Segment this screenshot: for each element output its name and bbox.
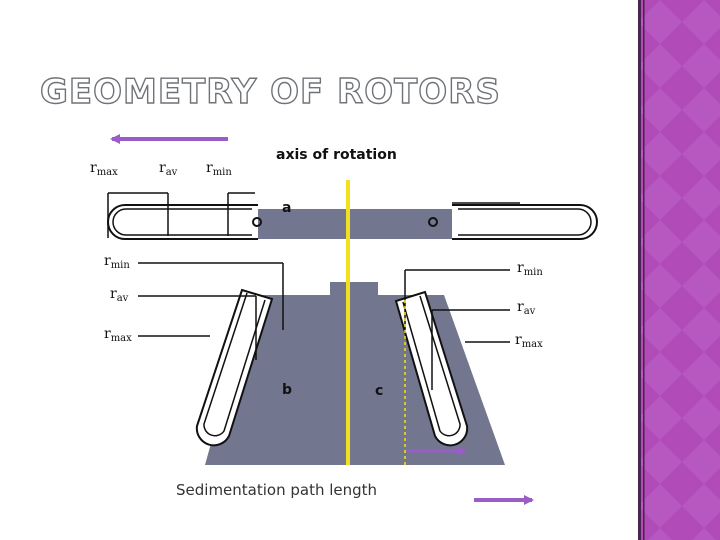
- rotor-label-a: a: [282, 200, 292, 216]
- caption-sedimentation: Sedimentation path length: [176, 481, 378, 499]
- rotor-a-right-tube: [452, 204, 598, 240]
- label-right-rmax: rmax: [515, 332, 543, 350]
- label-left-rav: rav: [110, 286, 129, 304]
- label-right-rmin: rmin: [517, 260, 543, 278]
- slide-title: GEOMETRY OF ROTORS: [39, 71, 501, 112]
- label-top-rmax: rmax: [90, 160, 118, 178]
- label-left-rmin: rmin: [104, 253, 130, 271]
- rotor-a-arm: [256, 209, 456, 239]
- label-left-rmax: rmax: [104, 326, 132, 344]
- rotor-label-c: c: [375, 383, 384, 399]
- rotor-a-left-tube: [107, 204, 258, 240]
- decorative-sidebar: [638, 0, 720, 540]
- rotor-label-b: b: [282, 382, 293, 398]
- label-top-rmin: rmin: [206, 160, 232, 178]
- label-right-rav: rav: [517, 299, 536, 317]
- axis-of-rotation-label: axis of rotation: [276, 147, 397, 163]
- rotor-b-tube: [195, 288, 274, 447]
- label-top-rav: rav: [159, 160, 178, 178]
